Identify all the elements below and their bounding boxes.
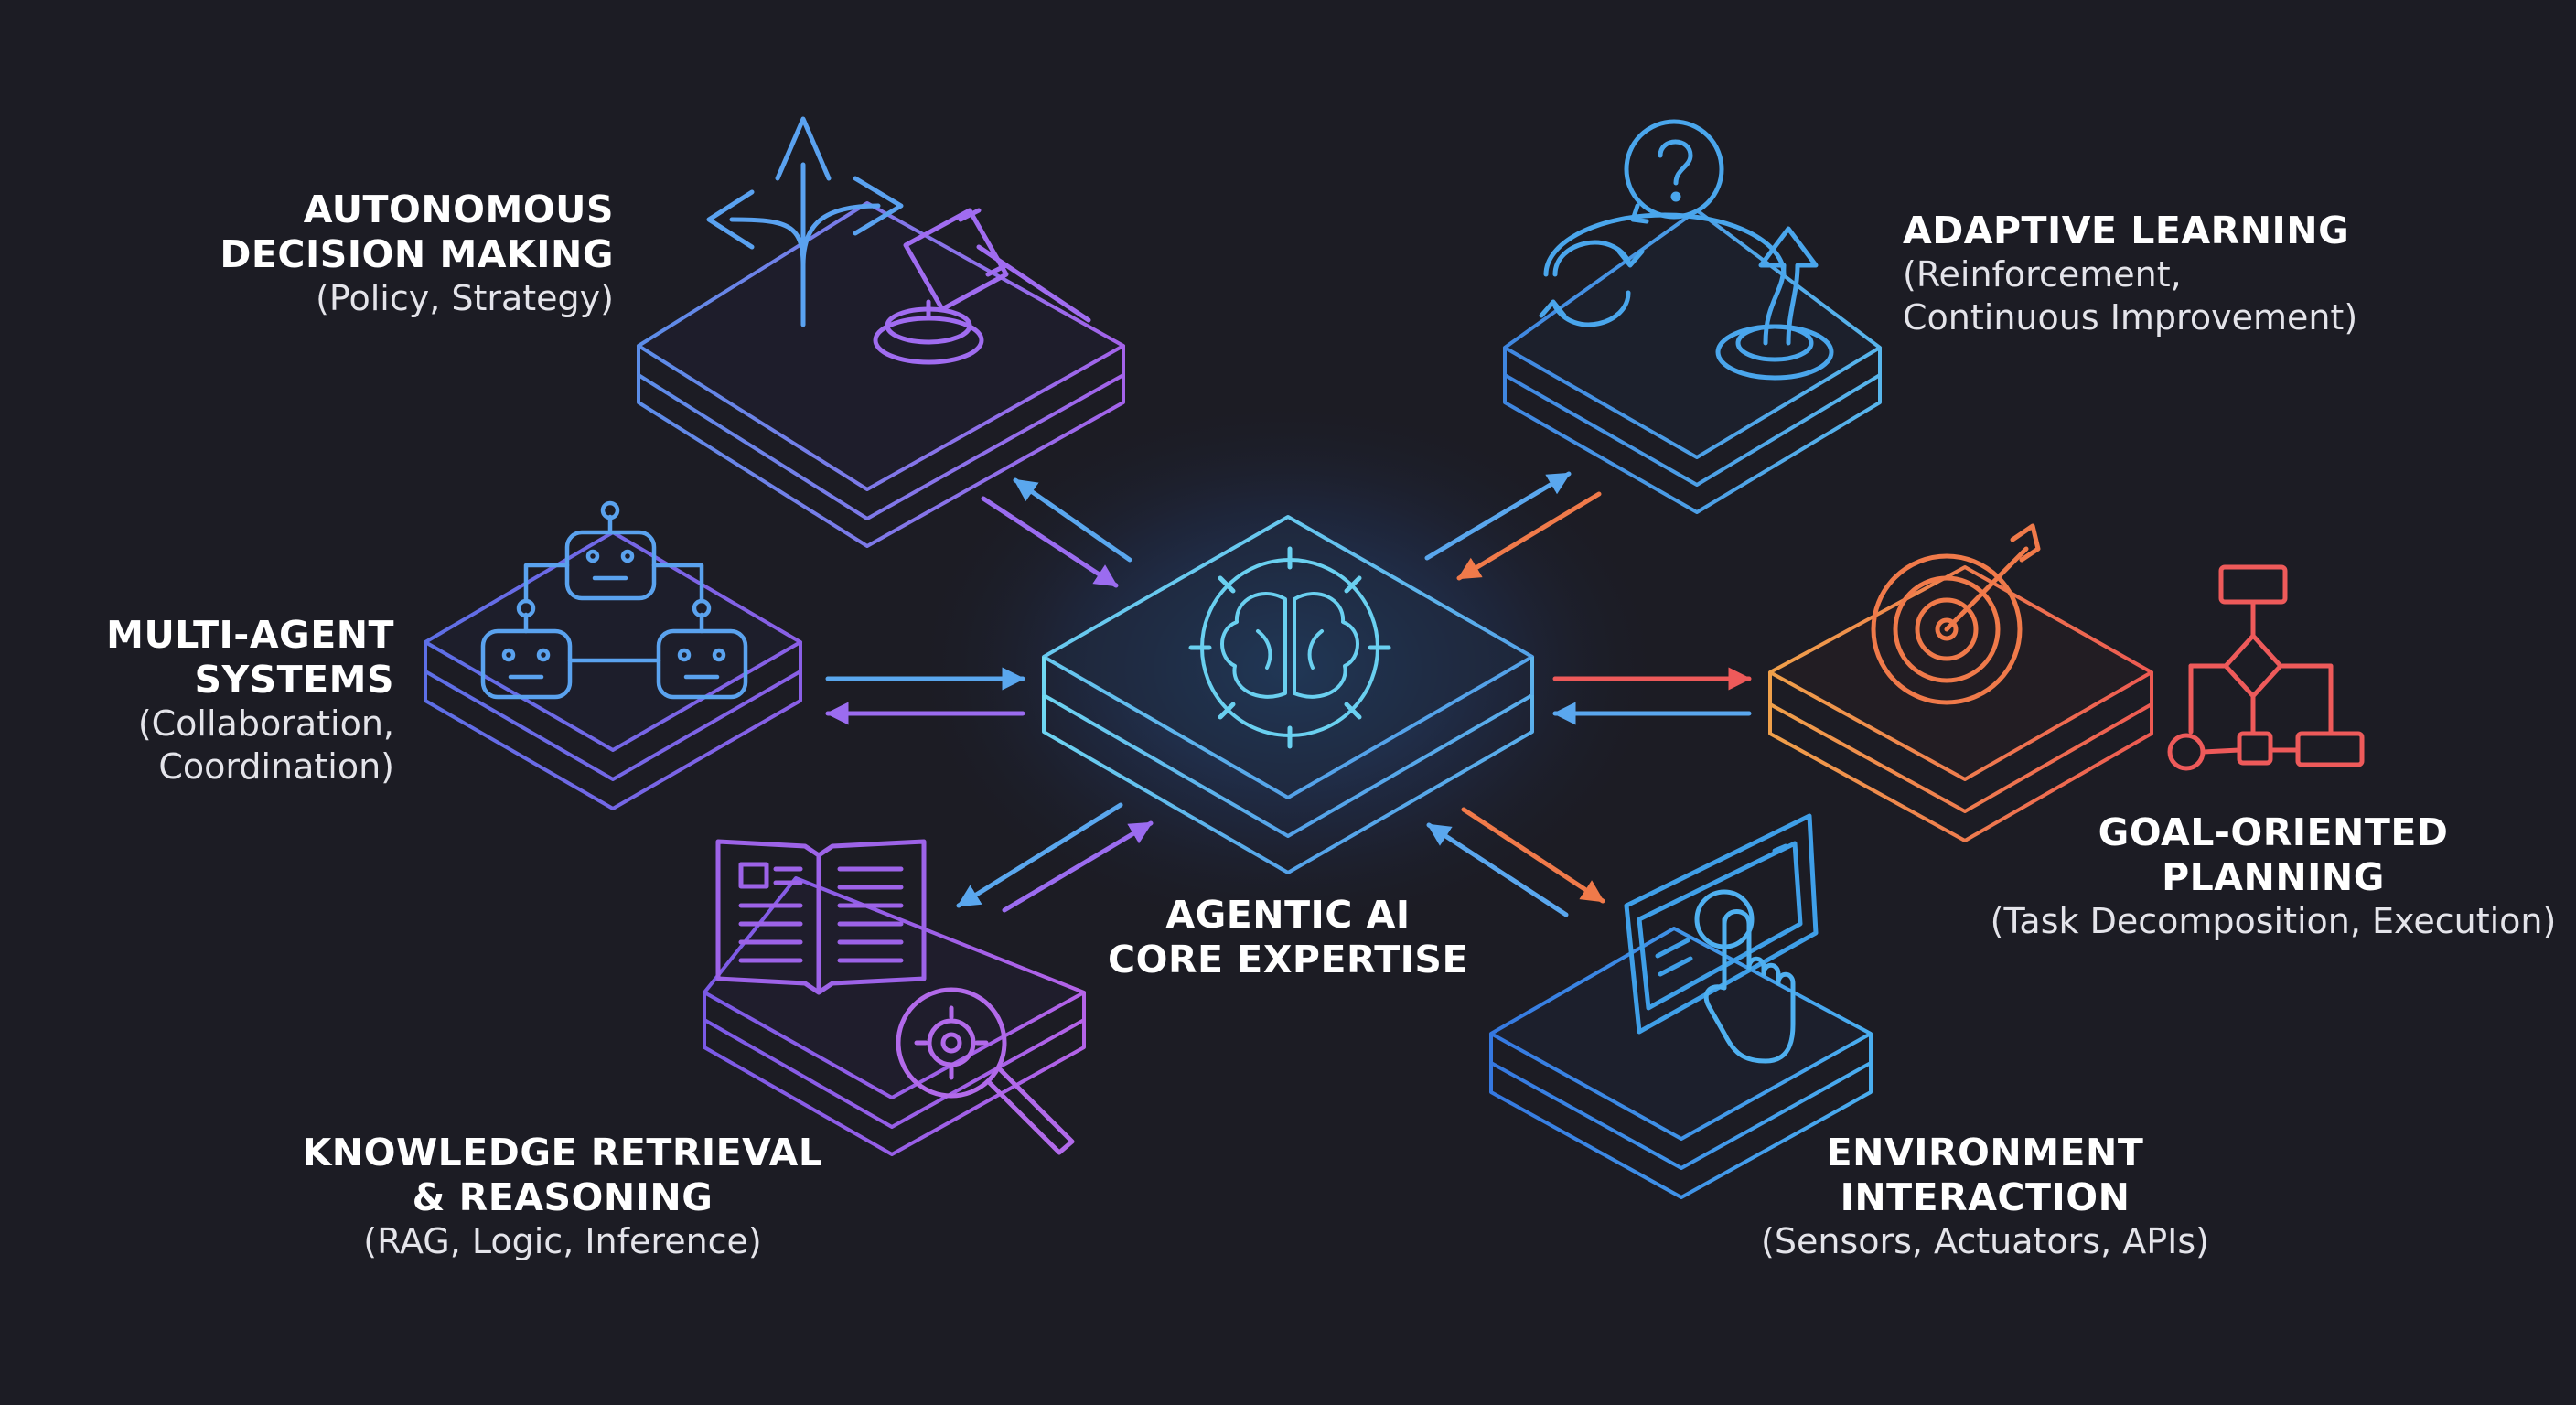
learning-subtitle-line2: Continuous Improvement): [1903, 297, 2358, 338]
arrow-core-to-knowledge: [956, 802, 1123, 908]
core-platform: [1042, 515, 1534, 874]
brain-gear-icon: [1188, 546, 1391, 749]
gavel-branching-arrows-icon: [706, 116, 1091, 365]
planning-title-line1: GOAL-ORIENTED: [2098, 810, 2449, 854]
multiagent-label: MULTI-AGENT SYSTEMS (Collaboration, Coor…: [106, 613, 394, 788]
environment-platform: [1489, 927, 1873, 1199]
planning-label: GOAL-ORIENTED PLANNING (Task Decompositi…: [1971, 810, 2575, 943]
arrow-decision-to-core: [981, 496, 1119, 588]
multiagent-subtitle-line1: (Collaboration,: [137, 703, 394, 744]
touchscreen-hand-icon: [1624, 813, 1819, 1064]
environment-title-line1: ENVIRONMENT: [1826, 1131, 2144, 1174]
knowledge-label: KNOWLEDGE RETRIEVAL & REASONING (RAG, Lo…: [288, 1131, 837, 1263]
multiagent-title-line2: SYSTEMS: [194, 658, 394, 702]
learning-title: ADAPTIVE LEARNING: [1903, 209, 2350, 252]
decision-subtitle: (Policy, Strategy): [316, 278, 614, 318]
planning-title-line2: PLANNING: [2162, 855, 2385, 899]
decision-title-line2: DECISION MAKING: [220, 232, 614, 276]
decision-platform: [637, 201, 1125, 548]
learning-subtitle-line1: (Reinforcement,: [1903, 254, 2182, 295]
question-cycle-arrows-icon: [1539, 119, 1834, 381]
arrow-environment-to-core: [1426, 822, 1569, 917]
knowledge-platform: [703, 876, 1086, 1156]
target-flowchart-icon: [1871, 523, 2365, 771]
core-label: AGENTIC AI CORE EXPERTISE: [1059, 893, 1517, 982]
connector-arrows: [825, 471, 1752, 917]
environment-title-line2: INTERACTION: [1840, 1175, 2131, 1219]
arrow-core-to-learning: [1424, 471, 1572, 561]
decision-title-line1: AUTONOMOUS: [303, 188, 614, 231]
core-title-line1: AGENTIC AI: [1165, 893, 1411, 937]
learning-label: ADAPTIVE LEARNING (Reinforcement, Contin…: [1903, 209, 2357, 339]
knowledge-subtitle: (RAG, Logic, Inference): [363, 1221, 762, 1261]
arrow-learning-to-core: [1456, 491, 1602, 581]
multiagent-title-line1: MULTI-AGENT: [106, 613, 394, 657]
multiagent-subtitle-line2: Coordination): [158, 746, 394, 787]
arrow-core-to-decision: [1013, 477, 1132, 563]
knowledge-title-line2: & REASONING: [412, 1175, 714, 1219]
arrow-knowledge-to-core: [1002, 820, 1154, 913]
robot-network-icon: [480, 500, 748, 700]
arrow-core-to-environment: [1461, 807, 1605, 904]
planning-platform: [1768, 565, 2153, 842]
environment-subtitle: (Sensors, Actuators, APIs): [1761, 1221, 2209, 1261]
learning-platform: [1503, 209, 1882, 514]
book-magnifier-gear-icon: [715, 839, 1075, 1155]
planning-subtitle: (Task Decomposition, Execution): [1990, 901, 2557, 941]
decision-label: AUTONOMOUS DECISION MAKING (Policy, Stra…: [220, 188, 614, 320]
core-title-line2: CORE EXPERTISE: [1108, 938, 1468, 981]
environment-label: ENVIRONMENT INTERACTION (Sensors, Actuat…: [1720, 1131, 2250, 1263]
knowledge-title-line1: KNOWLEDGE RETRIEVAL: [302, 1131, 823, 1174]
